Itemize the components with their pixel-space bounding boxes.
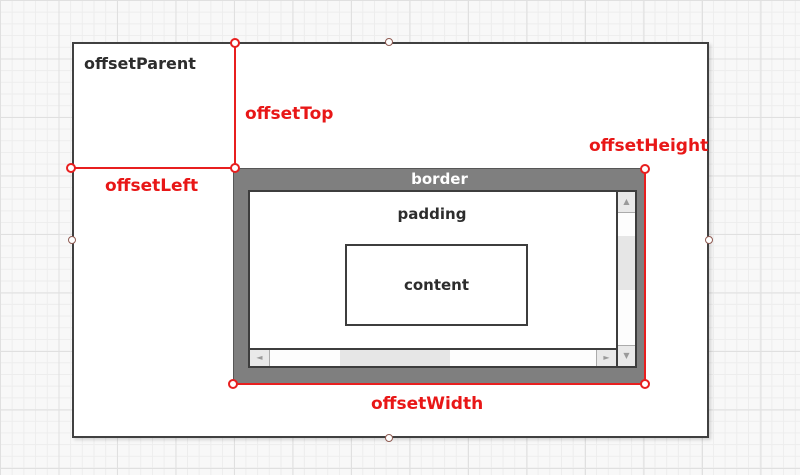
vertical-scrollbar: ▲ ▼ [616, 190, 637, 368]
element-inner-area: padding content ▲ ▼ ◄ ► [248, 190, 637, 368]
scroll-up-icon: ▲ [623, 197, 630, 206]
endpoint-dot-corner-bottomright [639, 378, 650, 389]
scroll-right-icon: ► [603, 353, 610, 362]
endpoint-dot-corner-topright [639, 163, 650, 174]
content-label: content [403, 276, 470, 294]
horizontal-scrollbar: ◄ ► [248, 348, 618, 368]
endpoint-dot-left [65, 162, 76, 173]
vertical-scroll-thumb [618, 236, 635, 290]
scroll-left-icon: ◄ [256, 353, 263, 362]
offset-top-label: offsetTop [245, 104, 334, 124]
offset-left-line [71, 167, 234, 169]
offset-height-label: offsetHeight [589, 136, 709, 156]
offset-width-line [233, 383, 646, 385]
offset-top-line [234, 43, 236, 168]
offset-parent-label: offsetParent [84, 54, 196, 73]
connection-handle-right [704, 235, 713, 244]
endpoint-dot-corner-topleft [229, 162, 240, 173]
endpoint-dot-top [229, 37, 240, 48]
connection-handle-bottom [384, 433, 393, 442]
scroll-right-button: ► [596, 350, 616, 366]
offset-left-label: offsetLeft [105, 176, 199, 196]
scroll-up-button: ▲ [618, 192, 635, 213]
padding-label: padding [397, 205, 467, 223]
border-label: border [411, 170, 468, 188]
offset-height-line [644, 169, 646, 384]
offset-width-label: offsetWidth [371, 394, 484, 414]
scroll-left-button: ◄ [250, 350, 270, 366]
scroll-down-icon: ▼ [623, 351, 630, 360]
connection-handle-top [384, 37, 393, 46]
horizontal-scroll-thumb [340, 350, 450, 366]
connection-handle-left [67, 235, 76, 244]
endpoint-dot-corner-bottomleft [227, 378, 238, 389]
content-box: content [345, 244, 528, 326]
scroll-down-button: ▼ [618, 345, 635, 366]
